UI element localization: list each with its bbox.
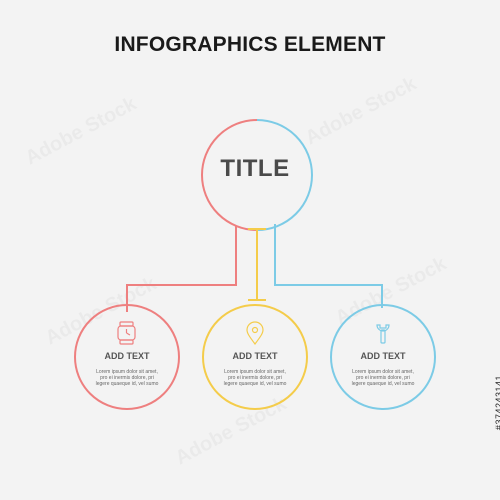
node-circle-1 (74, 304, 180, 410)
central-circle-left-arc (201, 119, 258, 231)
connector-red (126, 226, 237, 312)
node-body-line: Lorem ipsum dolor sit amet, (96, 369, 158, 375)
node-label-2: ADD TEXT (232, 351, 278, 361)
node-body-line: Lorem ipsum dolor sit amet, (224, 369, 286, 375)
node-circle-3 (330, 304, 436, 410)
wrench-icon (376, 324, 390, 344)
node-body-1: Lorem ipsum dolor sit amet, pro ei inerm… (79, 369, 175, 387)
node-body-line: legere quaeque id, vel sumo (351, 381, 415, 387)
central-circle-right-arc (256, 119, 313, 231)
node-circle-2 (202, 304, 308, 410)
map-pin-icon (246, 321, 264, 346)
node-body-line: Lorem ipsum dolor sit amet, (352, 369, 414, 375)
stock-id-label: #374243141 (494, 375, 500, 431)
page-title: INFOGRAPHICS ELEMENT (114, 33, 386, 56)
node-body-line: pro ei inermis dolore, pri (228, 375, 282, 381)
node-body-3: Lorem ipsum dolor sit amet, pro ei inerm… (335, 369, 431, 387)
node-label-1: ADD TEXT (104, 351, 150, 361)
node-body-line: legere quaeque id, vel sumo (95, 381, 159, 387)
node-body-line: pro ei inermis dolore, pri (100, 375, 154, 381)
node-body-2: Lorem ipsum dolor sit amet, pro ei inerm… (207, 369, 303, 387)
node-body-line: legere quaeque id, vel sumo (223, 381, 287, 387)
node-label-3: ADD TEXT (360, 351, 406, 361)
central-title: TITLE (220, 155, 290, 182)
watch-icon (117, 321, 136, 345)
connector-blue (274, 224, 383, 308)
node-body-line: pro ei inermis dolore, pri (356, 375, 410, 381)
